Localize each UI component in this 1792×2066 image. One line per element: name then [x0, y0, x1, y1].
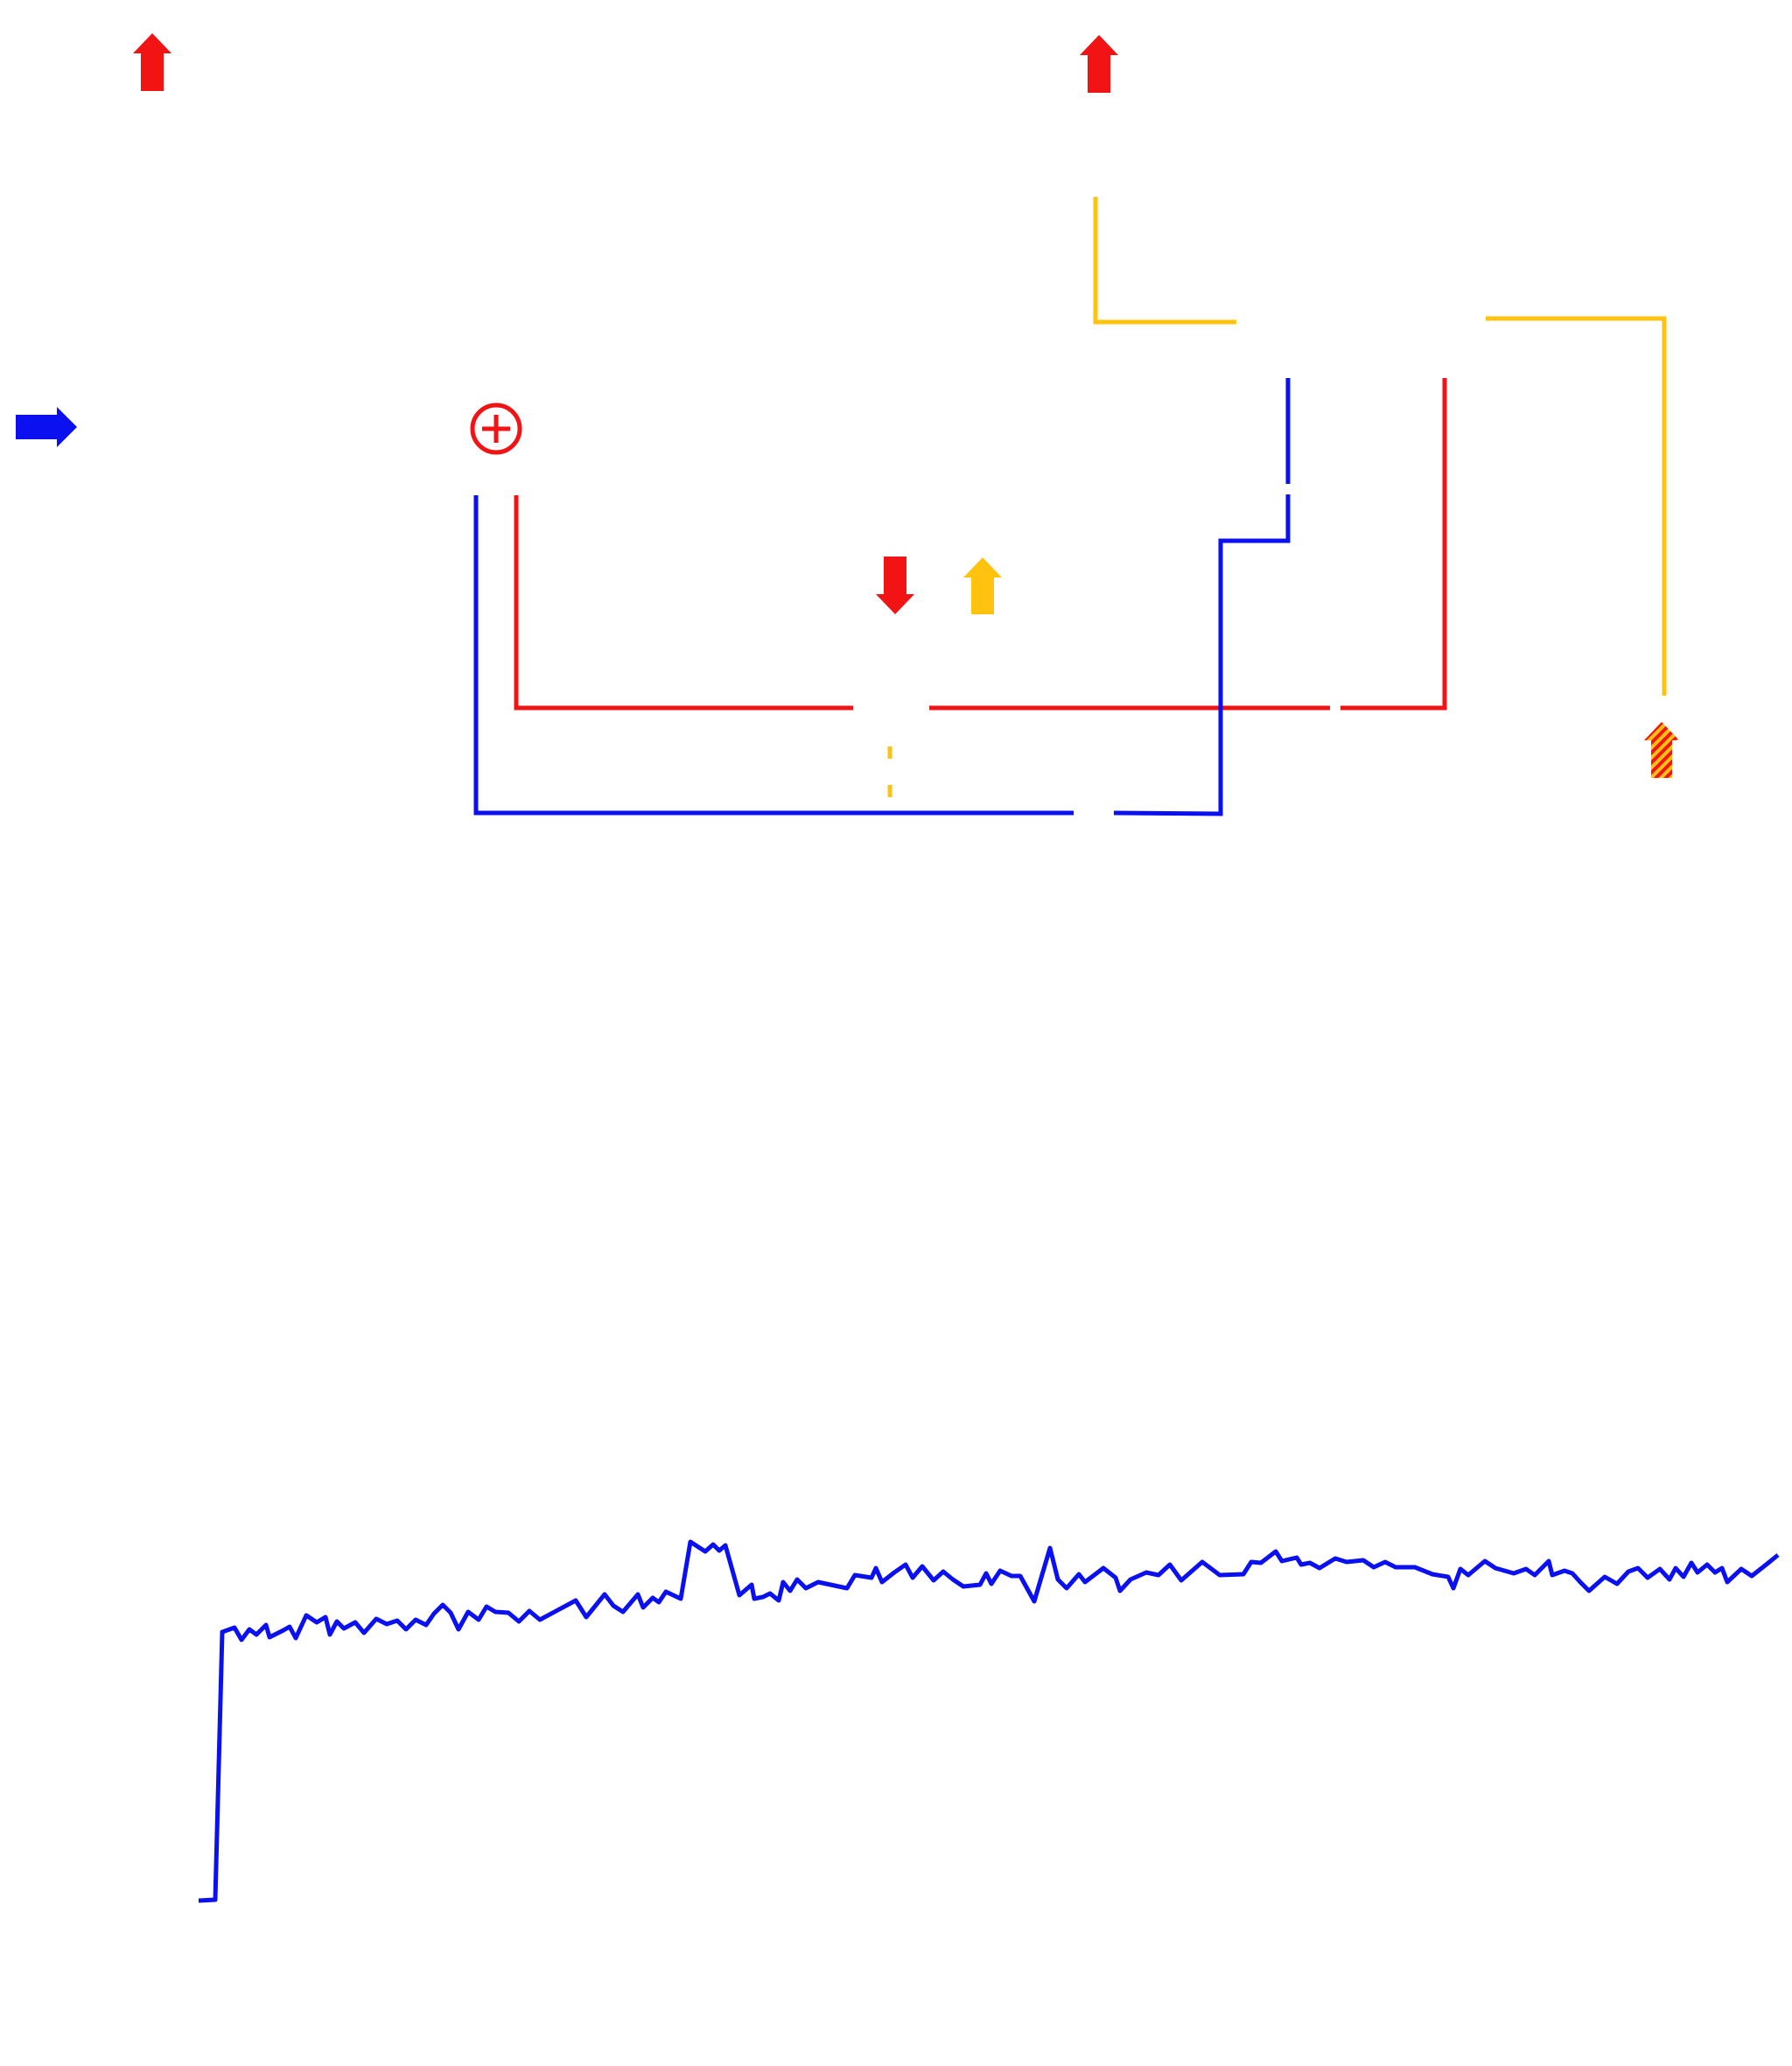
arrow-up-red-icon [133, 33, 172, 91]
blue-signal-trace [198, 1539, 1780, 1903]
arrow-right-blue-icon [16, 407, 77, 447]
circle-plus-red-icon [470, 403, 522, 455]
red-pipe-right [1340, 378, 1447, 711]
red-pipe-left [514, 495, 853, 711]
arrow-down-red-icon [876, 557, 914, 614]
blue-pipe-left [473, 495, 1074, 816]
arrow-up-hatched-red-yellow-icon [1644, 722, 1679, 778]
blue-pipe-right [1113, 494, 1291, 816]
arrow-up-red-icon [1080, 35, 1118, 93]
yellow-pipe-top-left [1093, 197, 1236, 325]
arrow-up-yellow-icon [963, 557, 1002, 614]
yellow-pipe-top-right [1486, 316, 1667, 696]
